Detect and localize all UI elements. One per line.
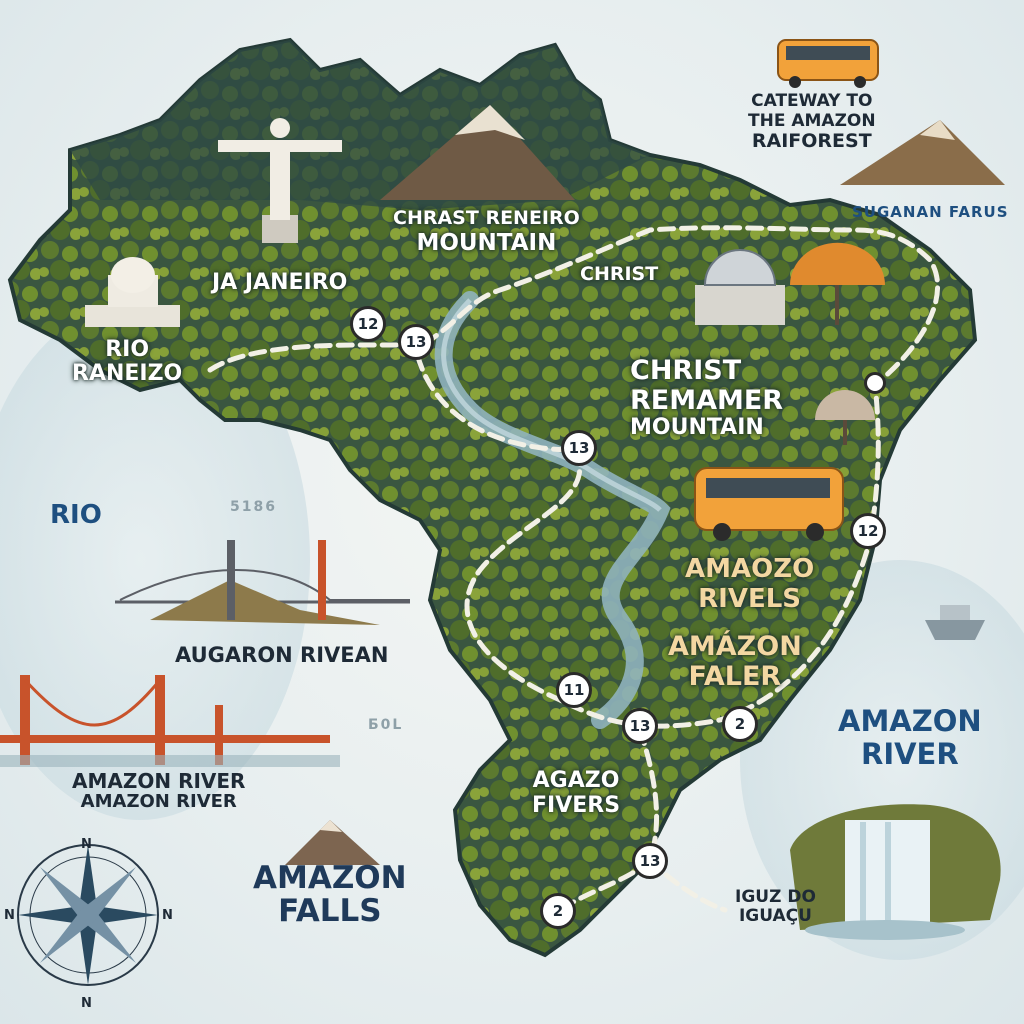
route-marker[interactable]: 2 — [722, 706, 758, 742]
route-marker-label: 2 — [734, 715, 746, 733]
amazon-faler-line-2: FALER — [688, 661, 782, 693]
amazon-falls-line-1: AMAZON — [253, 860, 407, 896]
chrast-line-1: CHRAST RENEIRO — [393, 207, 580, 229]
amazon-river-right-label: AMAZON RIVER — [838, 704, 982, 772]
augaron-river-label: AUGARON RIVEAN — [175, 643, 389, 667]
amazon-river-left-line-1: AMAZON RIVER — [72, 769, 246, 793]
route-marker-label: 11 — [563, 681, 585, 699]
suganan-falls-label: SUGANAN FARUS — [852, 203, 1009, 221]
christ-statue-icon — [218, 118, 342, 243]
gateway-line-3: RAIFOREST — [751, 130, 872, 153]
route-marker-label: 13 — [568, 439, 590, 457]
christ-remamer-line-2: REMAMER — [630, 385, 784, 417]
chrast-mountain-label: CHRAST RENEIRO MOUNTAIN — [393, 207, 580, 257]
compass-south: N — [81, 996, 92, 1011]
gateway-line-2: THE AMAZON — [748, 110, 876, 131]
route-marker[interactable]: 13 — [398, 324, 434, 360]
route-marker[interactable]: 12 — [350, 306, 386, 342]
gateway-label: CATEWAY TO THE AMAZON RAIFOREST — [748, 91, 876, 153]
compass-west: N — [4, 908, 15, 923]
chrast-line-2: MOUNTAIN — [416, 229, 557, 256]
rio-raneizo-line-2: RANEIZO — [72, 361, 183, 387]
central-mountain — [380, 105, 575, 200]
gateway-line-1: CATEWAY TO — [751, 91, 873, 111]
ja-janeiro-label: JA JANEIRO — [212, 270, 348, 295]
christ-small-label: CHRIST — [580, 263, 659, 285]
umbrella-pavilion-icon — [790, 242, 885, 325]
compass-north: N — [81, 837, 92, 852]
amazon-faler-line-1: AMÁZON — [668, 631, 802, 662]
route-marker-label: 13 — [405, 333, 427, 351]
boat-icon — [925, 605, 985, 640]
agazo-fivers-label: AGAZO FIVERS — [532, 768, 620, 819]
bus-icon — [694, 467, 844, 541]
amazo-rivels-label: AMAOZO RIVELS — [685, 554, 815, 615]
route-marker[interactable]: 13 — [622, 708, 658, 744]
rio-faint-label: 5186 — [230, 499, 277, 515]
route-marker-label: 12 — [857, 522, 879, 540]
rio-label: RIO — [50, 500, 102, 530]
suspension-bridge-top-icon — [115, 540, 410, 625]
golden-gate-bridge-icon — [0, 675, 340, 767]
amazon-faler-label: AMÁZON FALER — [668, 631, 802, 693]
iguazu-line-1: IGUZ DO — [735, 887, 816, 907]
route-marker-label: 13 — [639, 852, 661, 870]
observatory-icon — [695, 249, 785, 325]
route-marker[interactable]: 11 — [556, 672, 592, 708]
bridge-faint-label: ƃ0l — [368, 717, 404, 733]
route-node — [864, 372, 886, 394]
route-marker-label: 2 — [552, 902, 564, 920]
agazo-line-1: AGAZO — [532, 768, 620, 793]
route-marker-label: 13 — [629, 717, 651, 735]
iguazu-label: IGUZ DO IGUAÇU — [735, 888, 816, 925]
route-marker[interactable]: 13 — [632, 843, 668, 879]
northeast-mountain — [840, 120, 1005, 185]
amazo-rivels-line-2: RIVELS — [698, 583, 802, 614]
parasol-icon — [815, 390, 875, 445]
amazon-river-right-line-2: RIVER — [860, 737, 959, 772]
christ-remamer-label: CHRIST REMAMER MOUNTAIN — [630, 355, 784, 441]
christ-remamer-line-3: MOUNTAIN — [630, 415, 764, 441]
amazo-rivels-line-1: AMAOZO — [685, 554, 815, 584]
south-mountain — [285, 820, 380, 865]
christ-remamer-line-1: CHRIST — [630, 355, 742, 386]
route-marker-label: 12 — [357, 315, 379, 333]
waterfall-icon — [790, 804, 1001, 940]
west-water — [0, 300, 310, 820]
travel-route — [207, 225, 941, 729]
route-marker[interactable]: 2 — [540, 893, 576, 929]
iguazu-line-2: IGUAÇU — [738, 905, 812, 926]
rio-raneizo-label: RIO RANEIZO — [72, 337, 183, 387]
amazon-river-right-line-1: AMAZON — [838, 704, 982, 738]
route-marker[interactable]: 13 — [561, 430, 597, 466]
agazo-line-2: FIVERS — [532, 793, 621, 819]
capitol-building-icon — [85, 257, 180, 327]
compass-east: N — [162, 908, 173, 923]
compass-rose-icon — [17, 844, 159, 986]
amazon-falls-line-2: FALLS — [278, 893, 382, 930]
amazon-river-left-line-2: AMAZON RIVER — [80, 791, 237, 812]
rio-raneizo-line-1: RIO — [105, 337, 150, 362]
amazon-river-left-label: AMAZON RIVER AMAZON RIVER — [72, 770, 245, 812]
amazon-falls-label: AMAZON FALLS — [253, 860, 407, 930]
route-marker[interactable]: 12 — [850, 513, 886, 549]
bus-top-right-icon — [777, 39, 879, 88]
northern-highlands — [70, 40, 650, 210]
